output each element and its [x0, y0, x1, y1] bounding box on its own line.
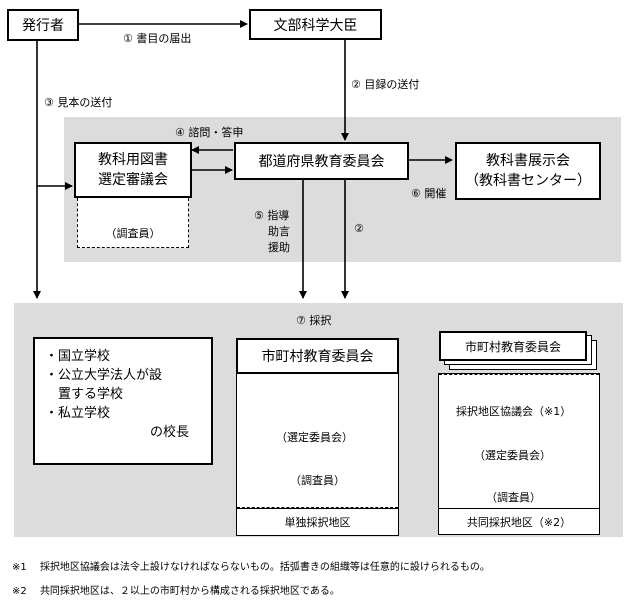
- joint-investigator-label: （調査員）: [486, 491, 541, 504]
- step1-label: ① 書目の届出: [123, 32, 192, 45]
- exhibition-label-line1: 教科書展示会: [486, 153, 570, 169]
- joint-area-inner: [439, 374, 599, 508]
- step4-label: ④ 諮問・答申: [175, 126, 244, 139]
- municipal-board-box: 市町村教育委員会: [236, 338, 399, 374]
- footnote-1: ※1 採択地区協議会は法令上設けなければならないもの。括弧書きの組織等は任意的に…: [12, 558, 490, 573]
- joint-area-label: 共同採択地区（※2）: [466, 515, 572, 529]
- joint-area-footer: 共同採択地区（※2）: [439, 508, 599, 534]
- footnote-2-text: 共同採択地区は、２以上の市町村から構成される採択地区である。: [39, 586, 340, 597]
- schools-box: ・国立学校 ・公立大学法人が設 置する学校 ・私立学校 の校長: [33, 337, 213, 465]
- step2-label: ② 目録の送付: [351, 78, 420, 91]
- step2b-label: ②: [354, 222, 364, 235]
- footnote-2-mark: ※2: [12, 586, 27, 597]
- council-label-line2: 選定審議会: [98, 172, 168, 188]
- single-area-footer: 単独採択地区: [237, 508, 398, 535]
- footnote-1-mark: ※1: [12, 562, 27, 573]
- step5-line1: ⑤ 指導: [254, 209, 290, 222]
- step5-line2: 助言: [268, 225, 290, 238]
- schools-line1: ・国立学校: [45, 349, 111, 364]
- schools-line4: ・私立学校: [45, 406, 111, 421]
- step6-label: ⑥ 開催: [411, 187, 447, 200]
- municipal-board-label: 市町村教育委員会: [261, 349, 374, 365]
- schools-line3: 置する学校: [45, 387, 124, 402]
- adoption-council-label: 採択地区協議会（※1）: [456, 405, 572, 418]
- minister-label: 文部科学大臣: [273, 17, 358, 34]
- single-investigator-label: （調査員）: [290, 474, 345, 487]
- single-area-label: 単独採択地区: [284, 516, 351, 529]
- joint-municipal-board-box: 市町村教育委員会: [439, 331, 587, 361]
- joint-municipal-board-label: 市町村教育委員会: [464, 339, 561, 354]
- joint-selection-committee-label: （選定委員会）: [474, 449, 551, 462]
- schools-line2: ・公立大学法人が設: [45, 368, 163, 383]
- council-label-line1: 教科用図書: [98, 152, 168, 168]
- single-selection-committee-label: （選定委員会）: [276, 431, 353, 444]
- step3-label: ③ 見本の送付: [44, 96, 113, 109]
- council-box: 教科用図書 選定審議会: [74, 142, 192, 198]
- single-area-inner: [237, 372, 398, 508]
- footnote-1-text: 採択地区協議会は法令上設けなければならないもの。括弧書きの組織等は任意的に設けら…: [39, 562, 490, 573]
- prefecture-board-label: 都道府県教育委員会: [258, 154, 385, 170]
- prefecture-board-box: 都道府県教育委員会: [234, 142, 409, 180]
- step5-line3: 援助: [268, 241, 290, 254]
- step7-label: ⑦ 採択: [296, 314, 332, 327]
- issuer-label: 発行者: [22, 18, 64, 34]
- step5-label: ⑤ 指導 助言 援助: [254, 208, 290, 256]
- footnote-2: ※2 共同採択地区は、２以上の市町村から構成される採択地区である。: [12, 582, 340, 597]
- minister-box: 文部科学大臣: [249, 9, 382, 40]
- exhibition-box: 教科書展示会 （教科書センター）: [455, 142, 601, 200]
- issuer-box: 発行者: [7, 9, 79, 41]
- council-investigator-box: （調査員）: [77, 198, 189, 248]
- schools-line5: の校長: [149, 425, 189, 440]
- exhibition-label-line2: （教科書センター）: [465, 173, 591, 189]
- council-investigator-label: （調査員）: [105, 226, 161, 240]
